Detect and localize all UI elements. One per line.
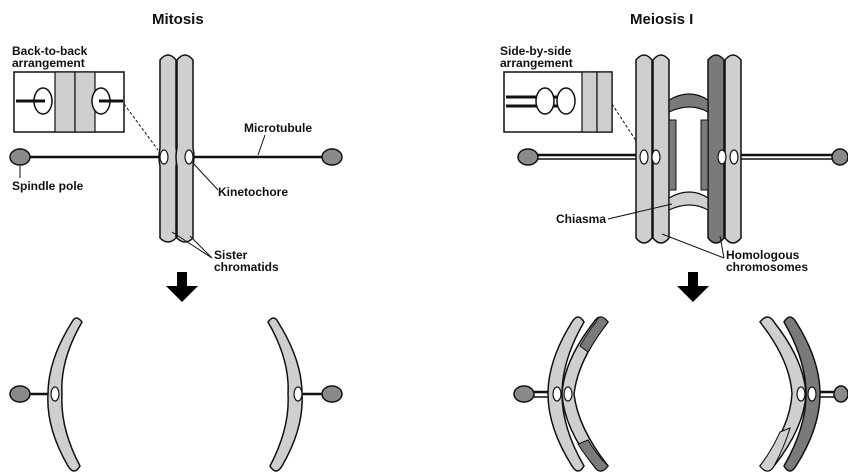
mitosis-arrow: [166, 272, 198, 302]
daughter-chromosome-left: [10, 318, 82, 471]
kinetochore-label: Kinetochore: [218, 185, 288, 199]
back-to-back-inset: [14, 72, 158, 150]
sister-label-2: chromatids: [214, 260, 279, 274]
microtubule-label: Microtubule: [244, 121, 312, 135]
meiosis-panel: Side-by-side arrangement: [500, 44, 848, 471]
meiosis-spindle-pole-right: [832, 149, 848, 165]
side-by-side-inset: [504, 72, 642, 150]
meiosis-title: Meiosis I: [630, 11, 693, 28]
side-by-side-label-2: arrangement: [500, 56, 573, 70]
meiosis-spindle-pole-left: [518, 149, 538, 165]
homologous-label-2: chromosomes: [726, 260, 808, 274]
spindle-pole-right: [322, 149, 342, 165]
sister-chromatids: [159, 55, 194, 242]
spindle-pole-left: [10, 149, 30, 165]
mitosis-panel: Back-to-back arrangement Microtubule: [10, 44, 342, 471]
meiosis-daughter-left: [514, 317, 608, 471]
meiosis-arrow: [677, 272, 709, 302]
homologous-chromosomes: [636, 55, 741, 243]
spindle-pole-label: Spindle pole: [12, 179, 84, 193]
mitosis-title: Mitosis: [152, 11, 204, 28]
meiosis-daughter-right: [760, 317, 848, 471]
back-to-back-label-2: arrangement: [12, 56, 85, 70]
chiasma-label: Chiasma: [556, 212, 606, 226]
daughter-chromosome-right: [268, 318, 342, 471]
